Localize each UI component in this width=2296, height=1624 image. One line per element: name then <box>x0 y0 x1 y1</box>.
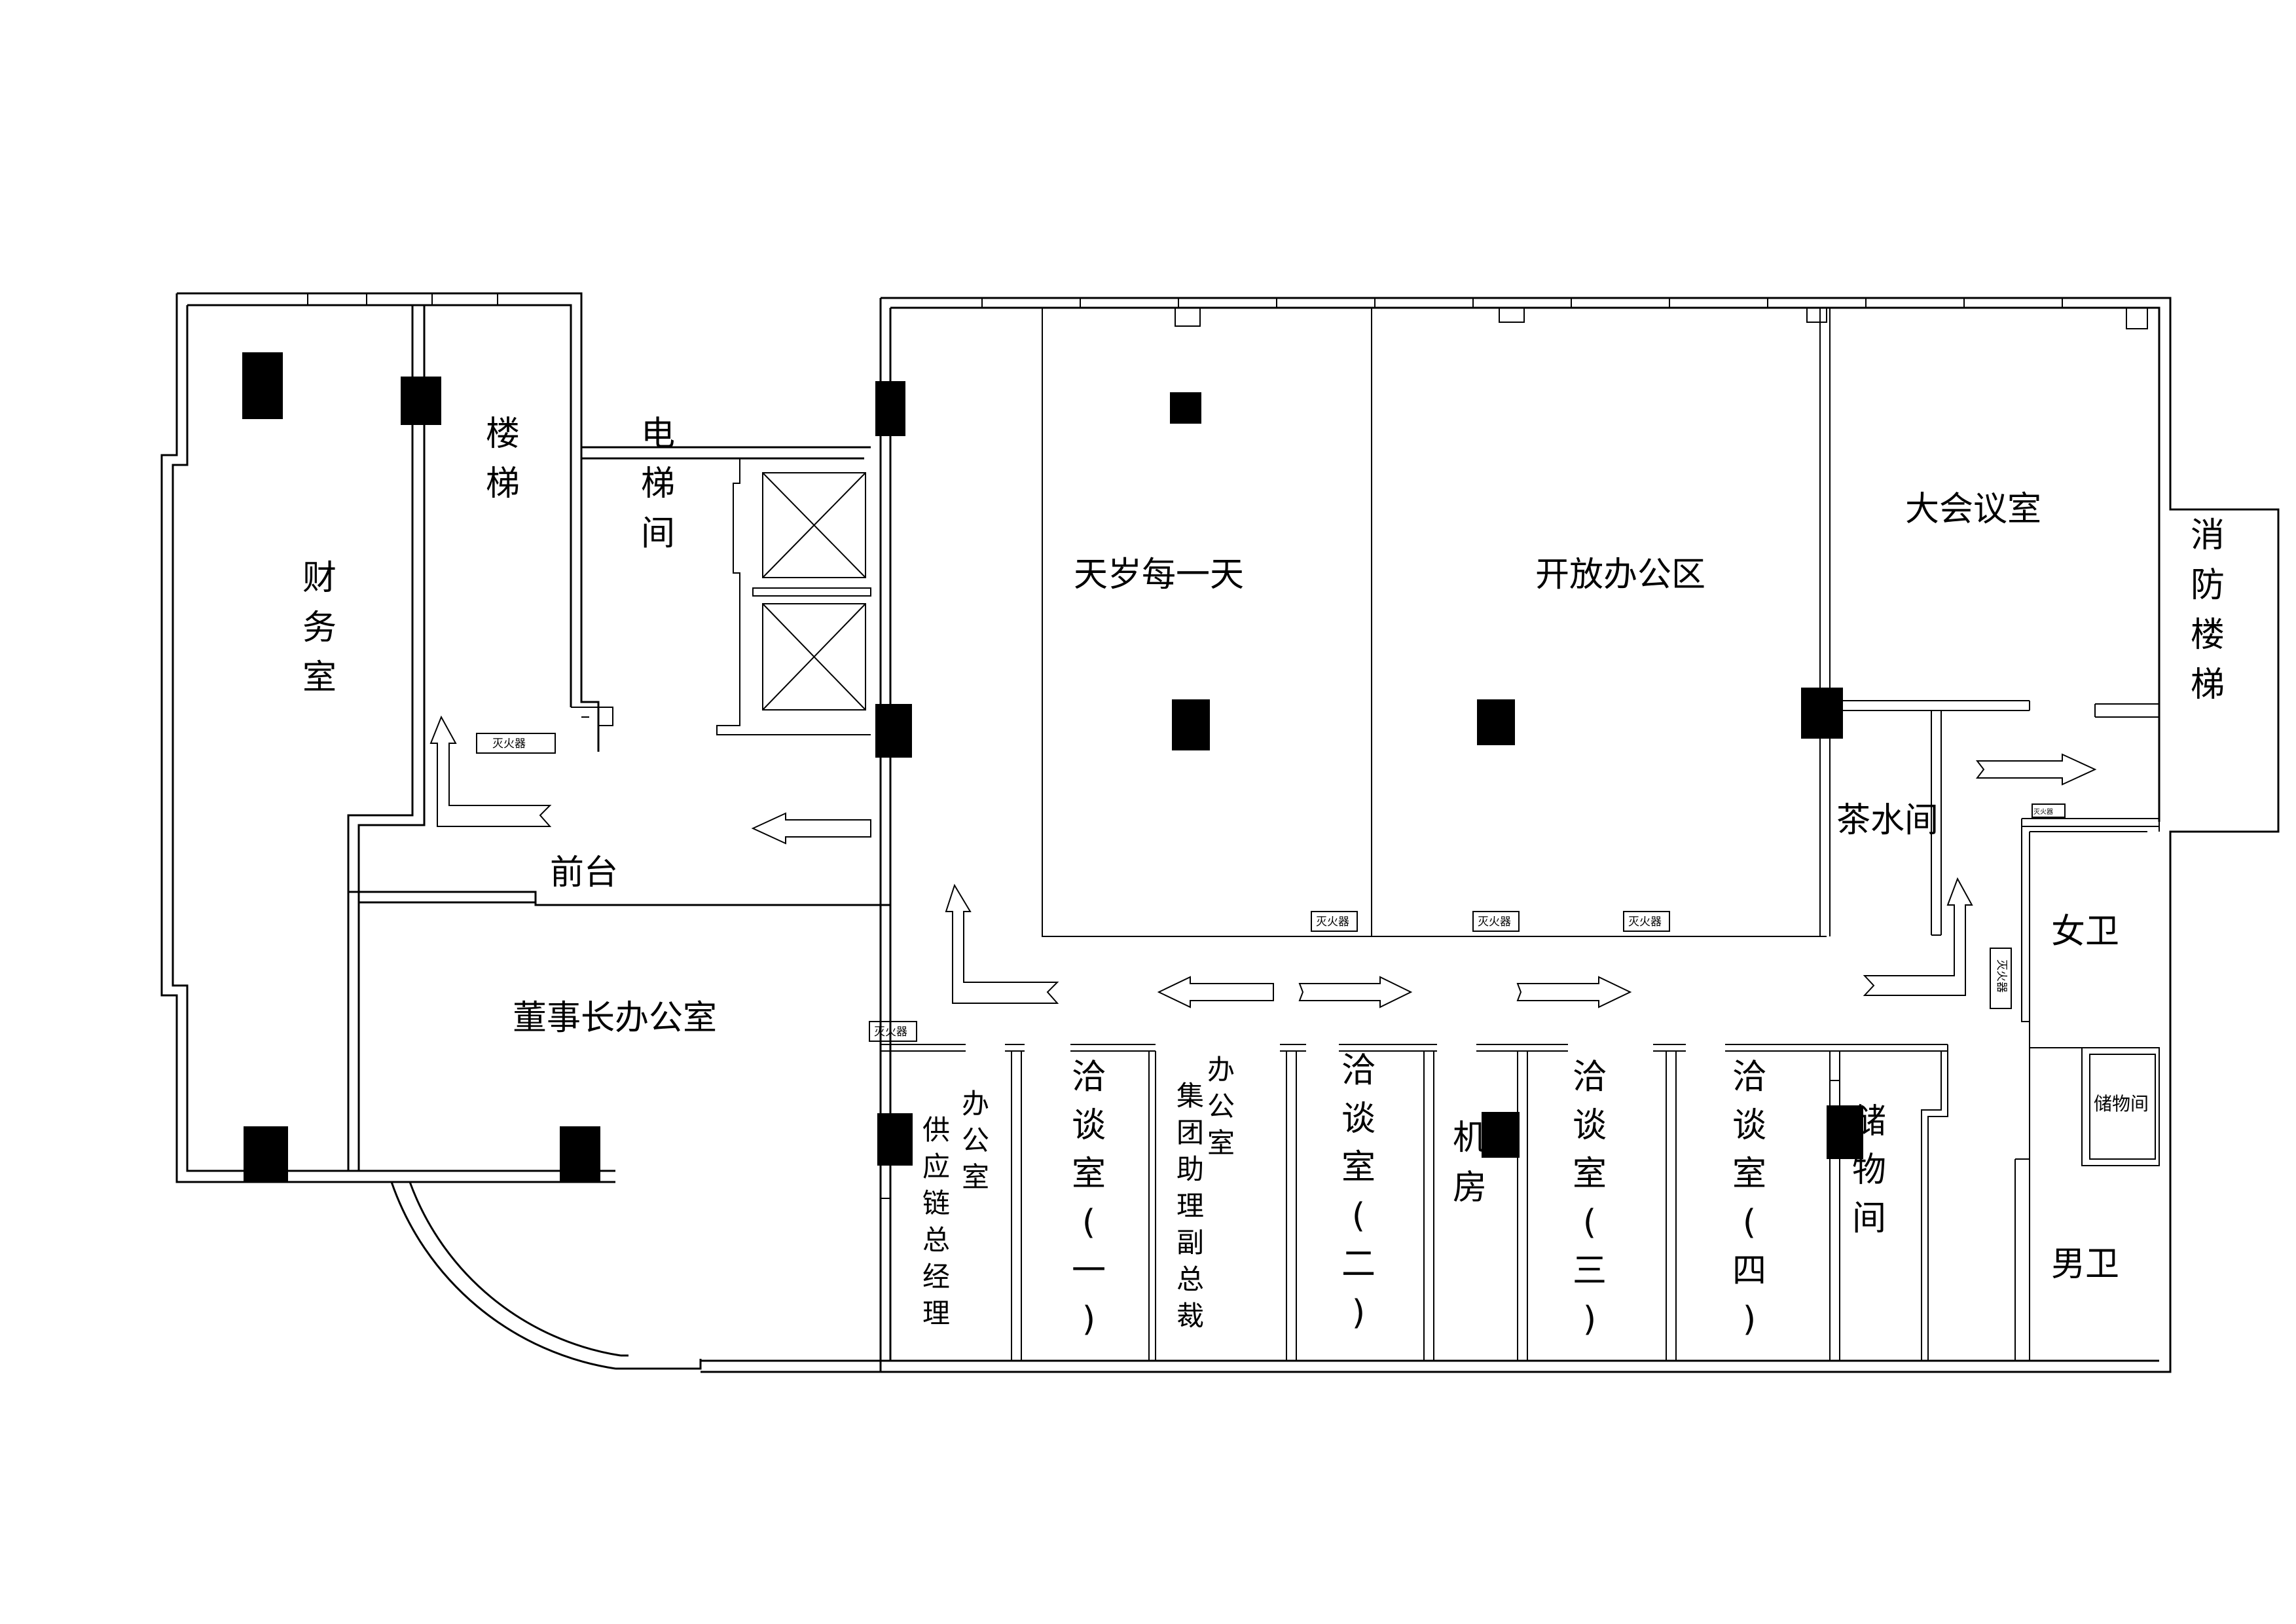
evac-arrow-east-fire <box>1975 753 2097 786</box>
fire-extinguisher-label: 灭火器 <box>1316 915 1349 929</box>
column <box>1801 688 1843 739</box>
room-label-finance: 财务室 <box>302 559 337 697</box>
fire-extinguisher-label: 灭火器 <box>492 737 526 750</box>
column <box>560 1126 600 1181</box>
room-label-supply-chain: 办公室供应链总经理 <box>922 1088 989 1329</box>
evac-arrow-west-corridor <box>1157 976 1274 1008</box>
room-label-stairs: 楼梯 <box>486 415 520 504</box>
room-label-conference: 大会议室 <box>1905 490 2041 529</box>
column <box>244 1126 288 1181</box>
column <box>875 704 912 758</box>
room-label-meeting-3: 洽谈室(三) <box>1573 1058 1607 1339</box>
column <box>401 377 441 425</box>
room-label-meeting-2: 洽谈室(二) <box>1341 1051 1376 1333</box>
fire-extinguisher-label: 灭火器 <box>2033 808 2053 816</box>
room-label-fire-stairs: 消防楼梯 <box>2191 516 2225 705</box>
column <box>875 381 905 436</box>
column <box>1827 1105 1863 1159</box>
structural-columns <box>242 352 1863 1181</box>
room-label-male-wc: 男卫 <box>2051 1245 2119 1284</box>
column <box>1170 392 1201 424</box>
evac-arrow-up-right <box>1863 877 1973 996</box>
main-block-walls <box>701 297 2280 1373</box>
room-label-group-vp: 办公室集团助理副总裁 <box>1176 1054 1235 1332</box>
room-label-elevator: 电梯间 <box>641 415 675 553</box>
room-labels: 财务室 楼梯 电梯间 前台 董事长办公室 天岁每一天 开放办公区 大会议室 消防… <box>302 415 2225 1339</box>
column <box>1172 699 1210 750</box>
room-label-female-wc: 女卫 <box>2051 912 2119 951</box>
fire-extinguisher-label: 灭火器 <box>1995 959 2008 993</box>
room-label-server: 机房 <box>1453 1118 1487 1208</box>
evac-arrow-east-1 <box>1298 976 1413 1008</box>
room-label-meeting-4: 洽谈室(四) <box>1732 1058 1766 1339</box>
column <box>242 352 283 419</box>
column <box>877 1113 913 1166</box>
room-label-reception: 前台 <box>550 853 618 893</box>
room-label-storage-small: 储物间 <box>2094 1093 2149 1115</box>
evac-arrow-up-left <box>429 715 552 827</box>
fire-extinguisher-label: 灭火器 <box>1478 915 1511 929</box>
evac-arrow-west <box>751 812 871 845</box>
fire-extinguisher-label: 灭火器 <box>874 1025 907 1039</box>
room-label-tea: 茶水间 <box>1836 801 1939 840</box>
column <box>1477 699 1515 745</box>
room-label-meeting-1: 洽谈室(一) <box>1072 1058 1106 1339</box>
fire-extinguishers: 灭火器 灭火器 灭火器 灭火器 灭火器 灭火器 灭火器 <box>476 733 2066 1042</box>
elevator-block <box>581 446 871 735</box>
room-label-open-office: 开放办公区 <box>1535 555 1705 595</box>
evac-arrow-up-center <box>945 883 1059 1004</box>
room-label-storage: 储物间 <box>1852 1102 1886 1238</box>
column <box>1482 1112 1520 1158</box>
fire-extinguisher-label: 灭火器 <box>1628 915 1662 929</box>
room-label-chairman: 董事长办公室 <box>513 999 717 1038</box>
room-label-tiansui: 天岁每一天 <box>1074 555 1244 595</box>
evacuation-arrows <box>429 715 2097 1008</box>
evac-arrow-east-2 <box>1516 976 1632 1008</box>
